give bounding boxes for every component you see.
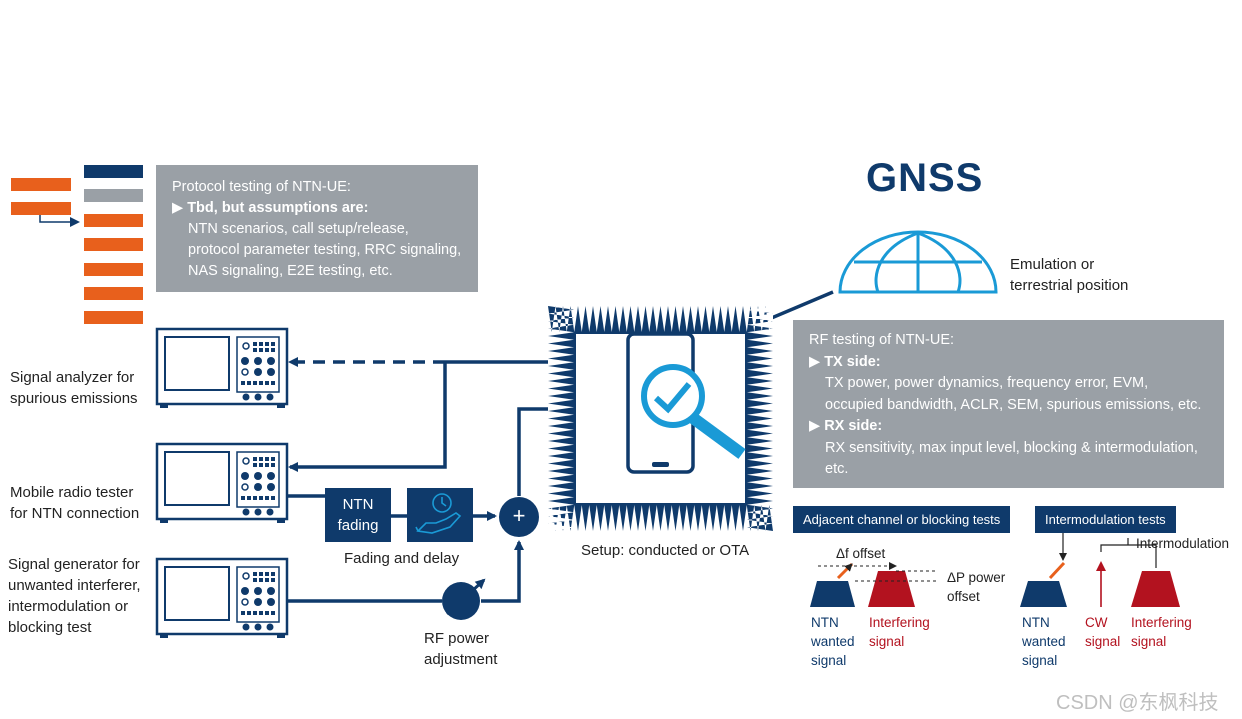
rf-box-tx-bullet: ▶ TX side:: [809, 352, 1224, 374]
rf-attenuator-icon: [442, 578, 486, 620]
generator-label-line-1: Signal generator for: [8, 556, 140, 573]
analyzer-label-line-2: spurious emissions: [10, 390, 138, 407]
adjacent-interfering-label: Interfering signal: [869, 613, 930, 651]
setup-caption: Setup: conducted or OTA: [581, 542, 750, 559]
combiner-plus: +: [512, 503, 526, 528]
rf-box-rx-text: RX side:: [824, 418, 883, 434]
instrument-analyzer-icon: [155, 327, 289, 408]
watermark: CSDN @东枫科技: [1056, 692, 1219, 714]
intermod-interfering-line-2: signal: [1131, 634, 1167, 649]
cw-signal-line-1: CW: [1085, 615, 1108, 630]
tester-label-line-2: for NTN connection: [10, 505, 140, 522]
adjacent-channel-label: Adjacent channel or blocking tests: [793, 506, 1011, 533]
protocol-box-title: Protocol testing of NTN-UE:: [172, 179, 351, 195]
df-offset-label: Δf offset: [836, 546, 886, 561]
intermod-ntn-line-1: NTN: [1022, 615, 1050, 630]
rf-box-tx-text: TX side:: [824, 353, 881, 370]
analyzer-label-line-1: Signal analyzer for: [10, 369, 135, 386]
intermod-text: Intermodulation: [1136, 536, 1230, 551]
ntn-fading-line-1: NTN: [342, 496, 374, 513]
gnss-note-line-1: Emulation or: [1010, 256, 1095, 273]
hand-clock-icon: [415, 493, 462, 534]
rf-box-title: RF testing of NTN-UE:: [809, 332, 955, 348]
dp-offset-line-2: offset: [947, 589, 980, 604]
adjacent-spectrum: [810, 562, 938, 607]
generator-label-line-4: blocking test: [8, 619, 92, 636]
dp-offset-label: ΔP power offset: [947, 568, 1005, 606]
tester-label: Mobile radio tester for NTN connection: [10, 482, 139, 524]
gnss-title: GNSS: [866, 156, 984, 200]
protocol-testing-box: Protocol testing of NTN-UE: ▶ Tbd, but a…: [156, 165, 478, 292]
intermod-ntn-label: NTN wanted signal: [1022, 613, 1066, 670]
rf-box-tx-line-2: occupied bandwidth, ACLR, SEM, spurious …: [825, 396, 1202, 413]
gnss-note-line-2: terrestrial position: [1010, 277, 1129, 294]
protocol-stack-icon: [11, 165, 143, 324]
rf-power-label: RF power adjustment: [424, 628, 497, 670]
tester-label-line-1: Mobile radio tester: [10, 484, 134, 501]
intermod-ntn-line-3: signal: [1022, 653, 1058, 668]
protocol-box-line-2: protocol parameter testing, RRC signalin…: [188, 242, 462, 258]
globe-icon: [838, 230, 998, 294]
play-icon: ▶: [172, 200, 188, 216]
protocol-box-bullet-text: Tbd, but assumptions are:: [187, 200, 369, 216]
rf-box-rx-bullet: ▶ RX side:: [809, 416, 1224, 438]
signal-paths: [287, 290, 834, 603]
rf-box-rx-line-2: etc.: [825, 461, 849, 477]
adjacent-ntn-label: NTN wanted signal: [811, 613, 855, 670]
intermod-label: Intermodulation tests: [1035, 506, 1176, 533]
adjacent-interfering-line-1: Interfering: [869, 615, 930, 630]
adjacent-ntn-line-3: signal: [811, 653, 847, 668]
adjacent-interfering-line-2: signal: [869, 634, 905, 649]
magnifier-check-icon: [641, 364, 746, 459]
protocol-box-line-1: NTN scenarios, call setup/release,: [188, 221, 409, 237]
gnss-note: Emulation or terrestrial position: [1010, 254, 1128, 296]
cw-signal-line-2: signal: [1085, 634, 1121, 649]
rf-box-tx-line-1: TX power, power dynamics, frequency erro…: [825, 375, 1149, 391]
cw-signal-label: CW signal: [1085, 613, 1120, 651]
intermod-ntn-line-2: wanted: [1022, 634, 1066, 649]
ntn-fading-label: NTN fading: [325, 494, 391, 536]
protocol-box-line-3: NAS signaling, E2E testing, etc.: [188, 263, 393, 279]
analyzer-label: Signal analyzer for spurious emissions: [10, 367, 138, 409]
fading-caption: Fading and delay: [344, 550, 460, 567]
generator-label-line-3: intermodulation or: [8, 598, 129, 615]
rf-power-line-2: adjustment: [424, 651, 498, 668]
play-icon: ▶: [809, 418, 825, 434]
rf-box-rx-line-1: RX sensitivity, max input level, blockin…: [825, 439, 1198, 456]
intermod-interfering-label: Interfering signal: [1131, 613, 1192, 651]
play-icon: ▶: [809, 353, 825, 370]
adjacent-ntn-line-1: NTN: [811, 615, 839, 630]
combiner-circle: [499, 497, 539, 537]
rf-testing-box: RF testing of NTN-UE: ▶ TX side: TX powe…: [793, 320, 1224, 488]
generator-label: Signal generator for unwanted interferer…: [8, 554, 141, 638]
rf-power-line-1: RF power: [424, 630, 490, 647]
attenuator-to-combiner-line: [481, 540, 524, 603]
delay-box: [407, 488, 473, 542]
generator-label-line-2: unwanted interferer,: [8, 577, 141, 594]
protocol-box-bullet: ▶ Tbd, but assumptions are:: [172, 198, 478, 219]
intermod-interfering-line-1: Interfering: [1131, 615, 1192, 630]
ntn-fading-box: [325, 488, 391, 542]
adjacent-ntn-line-2: wanted: [811, 634, 855, 649]
intermod-spectrum: [1020, 532, 1180, 607]
instrument-tester-icon: [155, 442, 289, 523]
tester-downlink-line: [288, 362, 447, 472]
ntn-fading-line-2: fading: [337, 517, 379, 534]
instrument-generator-icon: [155, 557, 289, 638]
dp-offset-line-1: ΔP power: [947, 570, 1006, 585]
